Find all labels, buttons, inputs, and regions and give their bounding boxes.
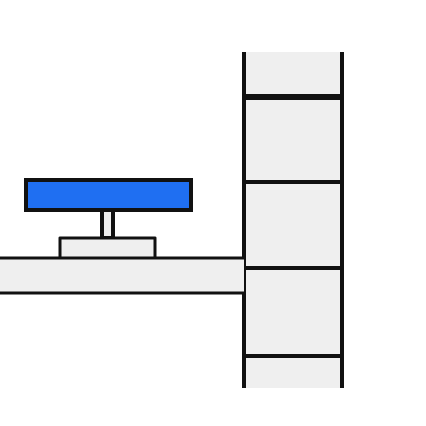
pipe-fill — [0, 258, 244, 293]
valve-bonnet — [58, 236, 157, 260]
pipe — [0, 256, 244, 295]
valve-stem — [100, 210, 115, 238]
tower-fill — [244, 52, 342, 388]
valve-body — [58, 236, 157, 260]
tower-column — [242, 52, 344, 388]
stem-inner — [104, 212, 111, 236]
valve-handle — [24, 178, 193, 212]
